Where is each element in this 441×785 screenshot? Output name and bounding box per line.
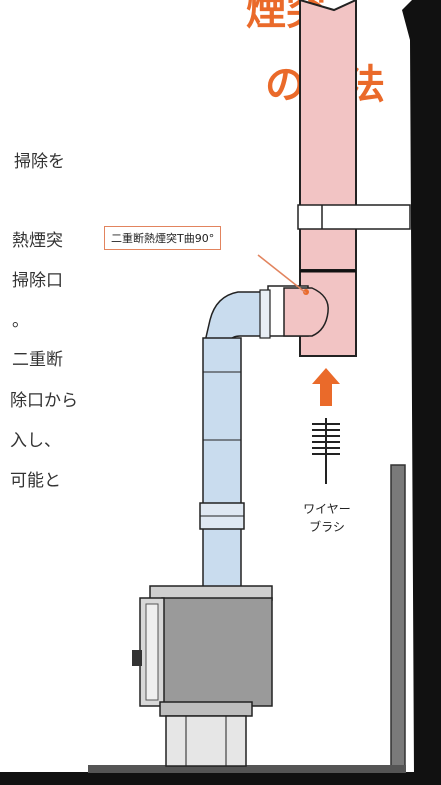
- body-line-4: 。: [12, 311, 29, 331]
- floor: [0, 772, 441, 785]
- hearth-wall: [390, 464, 406, 771]
- brush-caption-line-1: ワイヤー: [303, 502, 351, 516]
- brush-caption: ワイヤー ブラシ: [292, 500, 362, 536]
- body-line-1: 掃除を: [14, 152, 65, 172]
- body-line-3: 掃除口: [12, 271, 63, 291]
- pipe-vertical: [202, 337, 242, 591]
- body-line-6: 除口から: [10, 391, 78, 411]
- body-line-7: 入し、: [10, 431, 61, 451]
- wall-dark: [402, 0, 441, 785]
- wall-bracket: [297, 204, 411, 230]
- t-elbow: [283, 287, 329, 337]
- wire-brush: [312, 418, 340, 484]
- body-line-8: 可能と: [10, 471, 61, 491]
- hearth-base: [88, 765, 406, 773]
- body-line-2: 熱煙突: [12, 231, 63, 251]
- callout-label-t-elbow: 二重断熱煙突T曲90°: [104, 226, 222, 250]
- up-arrow: [312, 368, 340, 406]
- chimney-upper: [299, 0, 357, 273]
- stove: [132, 585, 273, 767]
- body-line-5: 二重断: [12, 350, 63, 370]
- brush-caption-line-2: ブラシ: [309, 520, 345, 534]
